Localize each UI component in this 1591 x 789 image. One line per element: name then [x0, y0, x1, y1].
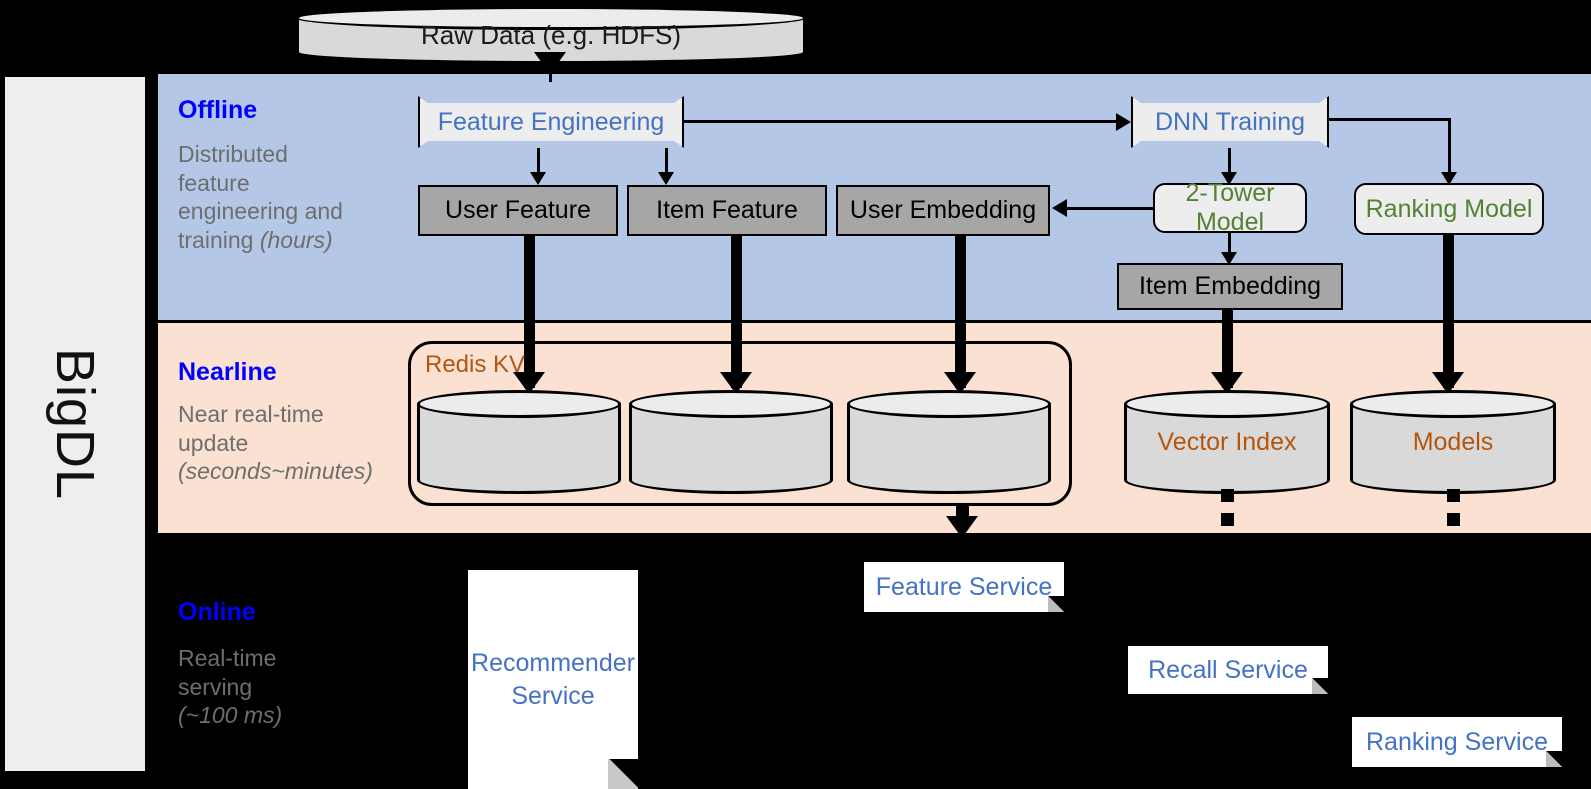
cyl-top [1350, 390, 1556, 418]
recommender-service-line2: Service [511, 681, 595, 710]
redis-store-user-embedding [847, 390, 1051, 494]
vector-index-label: Vector Index [1157, 427, 1297, 456]
dash-redis-featureservice [956, 506, 969, 519]
node-ranking-model[interactable]: Ranking Model [1354, 183, 1544, 235]
dash-models-2 [1447, 513, 1460, 526]
arrowhead-fe-itemfeature [658, 172, 674, 185]
edge-dnn-rankingmodel-v [1448, 118, 1451, 176]
cyl-body [847, 404, 1051, 480]
ranking-service-label: Ranking Service [1365, 727, 1549, 756]
dash-vectorindex-1 [1221, 489, 1234, 502]
arrowhead-userfeature-redis [513, 372, 545, 394]
dash-vectorindex-2 [1221, 513, 1234, 526]
node-feature-service[interactable]: Feature Service [864, 562, 1064, 612]
pipe-userfeature-redis [524, 236, 535, 388]
node-two-tower-model[interactable]: 2-Tower Model [1153, 179, 1307, 236]
arrowhead-userembedding-redis [944, 372, 976, 394]
raw-data-label: Raw Data (e.g. HDFS) [420, 19, 682, 50]
edge-dnn-twotower [1228, 148, 1231, 176]
redis-kv-label: Redis KV [425, 351, 526, 378]
pipe-itemfeature-redis [731, 236, 742, 388]
arrowhead-twotower-itemembedding [1221, 252, 1237, 265]
arrowhead-itemfeature-redis [720, 372, 752, 394]
models-label: Models [1412, 427, 1494, 456]
pipe-rankingmodel-models [1443, 235, 1454, 388]
stage-subtitle-online: Real-time serving (~100 ms) [178, 644, 418, 730]
stage-title-offline: Offline [178, 96, 258, 124]
offline-sub-italic: (hours) [259, 226, 333, 253]
page-fold-icon [1312, 678, 1328, 694]
node-user-feature[interactable]: User Feature [418, 185, 618, 236]
bigdl-sidebar: BigDL [4, 76, 146, 772]
pipe-itemembedding-vectorindex [1222, 310, 1233, 388]
node-recall-service[interactable]: Recall Service [1128, 646, 1328, 694]
node-ranking-service[interactable]: Ranking Service [1352, 717, 1562, 767]
edge-twotower-itemembedding [1228, 233, 1231, 255]
cyl-top [847, 390, 1051, 418]
two-tower-model-label: 2-Tower Model [1185, 179, 1275, 236]
bigdl-label: BigDL [45, 347, 105, 501]
offline-sub-l4: training [178, 226, 260, 253]
node-recommender-service[interactable]: Recommender Service [468, 570, 638, 789]
arrowhead-fe-dnn [1116, 113, 1131, 131]
arrowhead-rankingmodel-models [1432, 372, 1464, 394]
arrowhead-dnn-rankingmodel [1441, 172, 1457, 185]
raw-data-store: Raw Data (e.g. HDFS) [296, 6, 806, 64]
nearline-sub-l1: Near real-time [178, 401, 324, 427]
pipe-userembedding-redis [955, 236, 966, 388]
page-fold-icon [1048, 596, 1064, 612]
dash-models-1 [1447, 489, 1460, 502]
arrowhead-redis-featureservice [946, 516, 978, 538]
edge-fe-userfeature [537, 148, 540, 176]
arrowhead-itemembedding-vectorindex [1211, 372, 1243, 394]
stage-subtitle-offline: Distributed feature engineering and trai… [178, 140, 388, 254]
ranking-model-label: Ranking Model [1365, 194, 1533, 223]
nearline-sub-l2: update [178, 429, 249, 456]
node-dnn-training[interactable]: DNN Training [1131, 96, 1329, 148]
online-sub-italic: (~100 ms) [178, 702, 283, 729]
cyl-top [1124, 390, 1330, 418]
stage-title-nearline: Nearline [178, 358, 277, 386]
redis-store-user-feature [417, 390, 621, 494]
recommender-service-line1: Recommender [471, 649, 635, 677]
models-store: Models [1350, 390, 1556, 494]
dnn-training-label: DNN Training [1154, 107, 1306, 136]
vector-index-store: Vector Index [1124, 390, 1330, 494]
user-feature-label: User Feature [445, 196, 591, 224]
online-sub-l1: Real-time [178, 645, 277, 671]
edge-dnn-rankingmodel-h [1327, 118, 1451, 121]
redis-kv-container [408, 341, 1072, 506]
stage-subtitle-nearline: Near real-time update (seconds~minutes) [178, 400, 418, 486]
node-feature-engineering[interactable]: Feature Engineering [418, 96, 684, 148]
feature-engineering-label: Feature Engineering [437, 107, 665, 136]
raw-data-top [296, 6, 806, 30]
item-feature-label: Item Feature [656, 196, 798, 224]
arrowhead-dnn-twotower [1221, 172, 1237, 185]
cyl-top [417, 390, 621, 418]
user-embedding-label: User Embedding [849, 196, 1037, 224]
edge-fe-dnn [684, 120, 1116, 123]
page-fold-icon [1546, 751, 1562, 767]
edge-fe-itemfeature [665, 148, 668, 176]
edge-twotower-userembedding [1067, 207, 1155, 210]
node-user-embedding[interactable]: User Embedding [836, 185, 1050, 236]
page-fold-icon [608, 759, 638, 789]
offline-sub-l2: feature [178, 169, 250, 196]
arrowhead-fe-userfeature [530, 172, 546, 185]
node-item-embedding[interactable]: Item Embedding [1117, 263, 1343, 310]
cyl-top [629, 390, 833, 418]
arrowhead-rawdata-fe [534, 52, 566, 74]
item-embedding-label: Item Embedding [1138, 272, 1322, 300]
offline-sub-l3: engineering and [178, 198, 343, 225]
nearline-sub-italic: (seconds~minutes) [178, 458, 373, 485]
offline-sub-l1: Distributed [178, 141, 288, 167]
online-sub-l2: serving [178, 673, 253, 700]
feature-service-label: Feature Service [875, 572, 1053, 601]
arrowhead-twotower-userembedding [1052, 199, 1067, 217]
redis-store-item-feature [629, 390, 833, 494]
node-item-feature[interactable]: Item Feature [627, 185, 827, 236]
stage-title-online: Online [178, 598, 256, 626]
recall-service-label: Recall Service [1148, 655, 1308, 684]
